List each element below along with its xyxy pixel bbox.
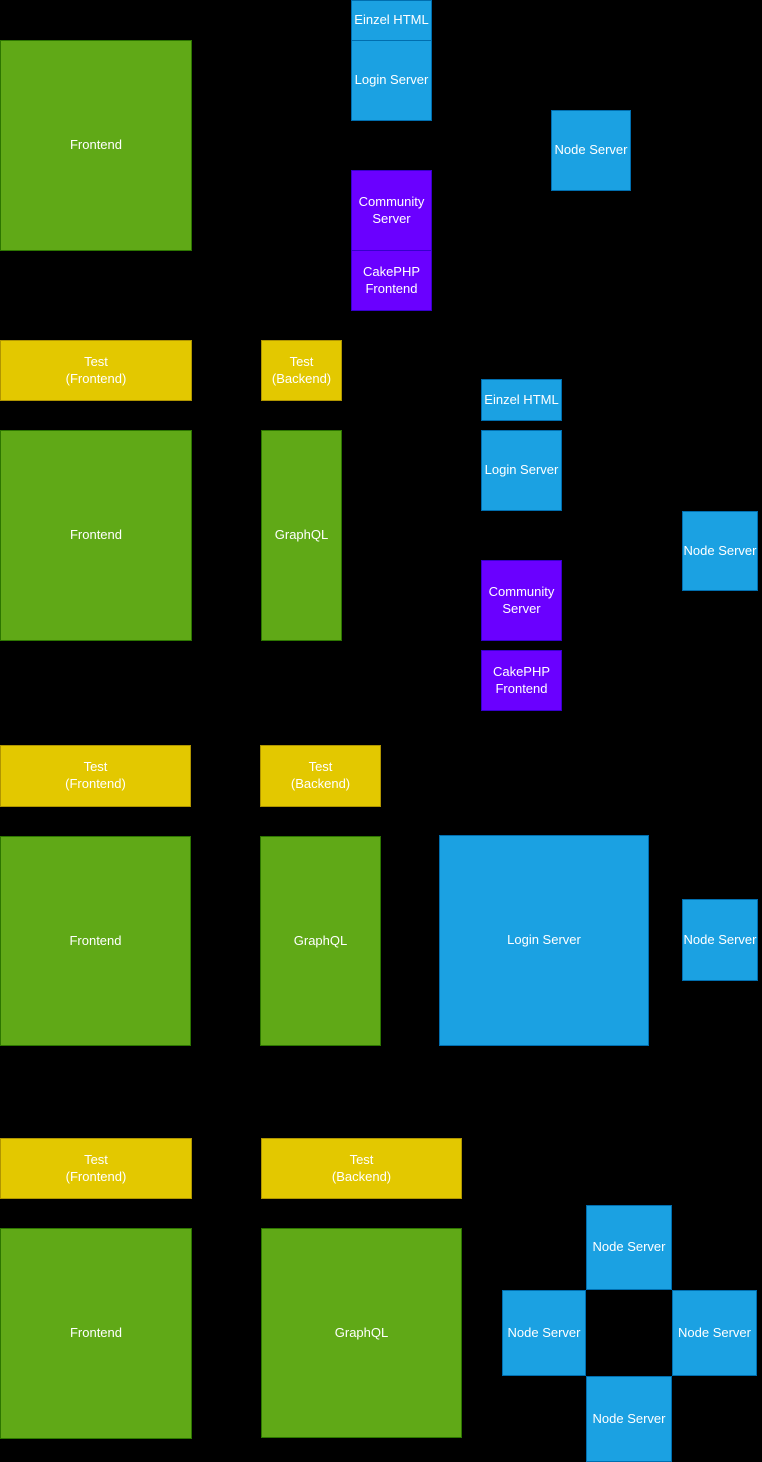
- box-label: Login Server: [507, 932, 581, 948]
- box-label: GraphQL: [274, 527, 329, 543]
- stage1-cakephp-frontend-box: CakePHP Frontend: [351, 250, 432, 311]
- stage3-node-server-box: Node Server: [682, 899, 758, 981]
- stage2-test-frontend-box: Test (Frontend): [0, 340, 192, 401]
- box-label: GraphQL: [334, 1324, 389, 1340]
- box-label: Test (Frontend): [65, 759, 126, 791]
- box-label: Login Server: [484, 462, 559, 478]
- box-label: Frontend: [69, 1325, 123, 1341]
- stage4-frontend-box: Frontend: [0, 1228, 192, 1439]
- stage2-einzel-html-box: Einzel HTML: [481, 379, 562, 421]
- stage1-node-server-box: Node Server: [551, 110, 631, 191]
- box-label: Node Server: [592, 1239, 666, 1255]
- box-label: Node Server: [554, 142, 628, 158]
- stage2-test-backend-box: Test (Backend): [261, 340, 342, 401]
- box-label: Node Server: [683, 931, 757, 947]
- stage3-test-frontend-box: Test (Frontend): [0, 745, 191, 807]
- box-label: Node Server: [592, 1410, 666, 1426]
- stage4-node-server-left-box: Node Server: [502, 1290, 586, 1376]
- stage1-einzel-html-box: Einzel HTML: [351, 0, 432, 41]
- box-label: Test (Backend): [290, 759, 351, 791]
- stage4-node-server-right-box: Node Server: [672, 1290, 757, 1376]
- stage4-graphql-box: GraphQL: [261, 1228, 462, 1438]
- box-label: Node Server: [507, 1324, 581, 1340]
- box-label: Test (Frontend): [65, 353, 127, 386]
- box-label: Frontend: [69, 137, 123, 153]
- box-label: GraphQL: [293, 932, 348, 948]
- box-label: Community Server: [488, 583, 555, 616]
- box-label: Node Server: [678, 1324, 751, 1340]
- box-label: Community Server: [358, 193, 425, 226]
- stage2-login-server-box: Login Server: [481, 430, 562, 511]
- stage2-cakephp-frontend-box: CakePHP Frontend: [481, 650, 562, 711]
- stage3-frontend-box: Frontend: [0, 836, 191, 1046]
- box-label: CakePHP Frontend: [362, 263, 421, 296]
- box-label: Test (Backend): [331, 1151, 392, 1184]
- stage2-node-server-box: Node Server: [682, 511, 758, 591]
- box-label: CakePHP Frontend: [492, 663, 551, 696]
- stage4-test-backend-box: Test (Backend): [261, 1138, 462, 1199]
- box-label: Test (Backend): [271, 353, 332, 386]
- stage3-graphql-box: GraphQL: [260, 836, 381, 1046]
- stage3-test-backend-box: Test (Backend): [260, 745, 381, 807]
- box-label: Frontend: [69, 932, 122, 948]
- box-label: Einzel HTML: [484, 391, 559, 407]
- stage2-community-server-box: Community Server: [481, 560, 562, 641]
- box-label: Node Server: [683, 542, 757, 558]
- stage4-test-frontend-box: Test (Frontend): [0, 1138, 192, 1199]
- box-label: Frontend: [69, 527, 123, 543]
- stage2-frontend-box: Frontend: [0, 430, 192, 641]
- stage1-frontend-box: Frontend: [0, 40, 192, 251]
- box-label: Test (Frontend): [65, 1151, 127, 1184]
- stage4-node-server-bottom-box: Node Server: [586, 1376, 672, 1462]
- stage2-graphql-box: GraphQL: [261, 430, 342, 641]
- box-label: Login Server: [354, 72, 429, 88]
- stage3-login-server-box: Login Server: [439, 835, 649, 1046]
- box-label: Einzel HTML: [354, 12, 429, 28]
- stage1-login-server-box: Login Server: [351, 40, 432, 121]
- stage4-node-server-top-box: Node Server: [586, 1205, 672, 1290]
- stage1-community-server-box: Community Server: [351, 170, 432, 251]
